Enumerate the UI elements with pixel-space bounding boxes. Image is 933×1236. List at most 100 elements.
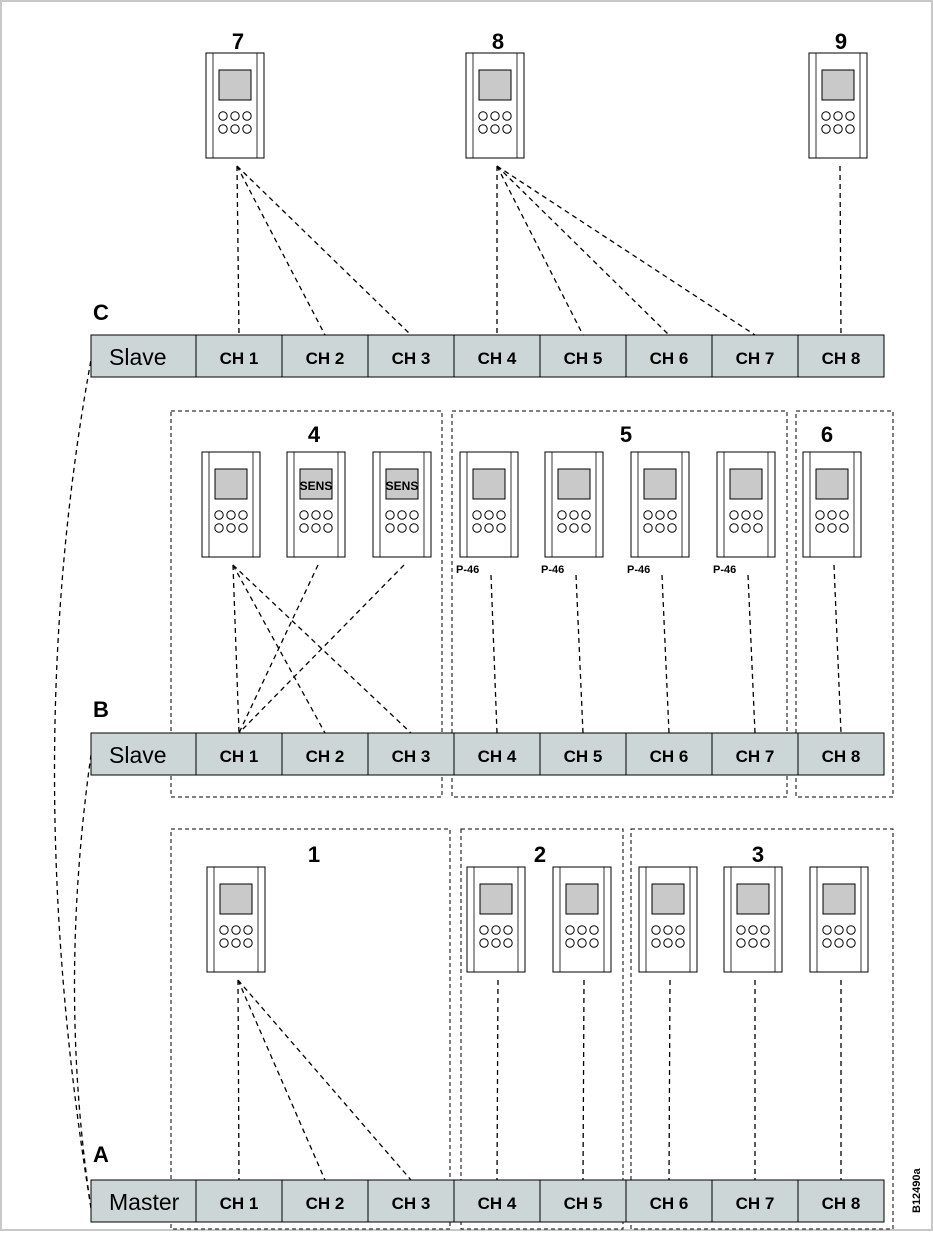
row-letter: C (93, 300, 109, 325)
device-button (741, 523, 751, 533)
device-button (589, 938, 599, 948)
device-body (205, 52, 265, 159)
device-button (667, 523, 677, 533)
device-screen (214, 468, 248, 500)
device-button (577, 925, 587, 935)
device-button (815, 523, 825, 533)
device-screen (478, 69, 512, 101)
device-button (323, 510, 333, 520)
channel-cell (625, 1179, 713, 1223)
device-button (565, 925, 575, 935)
device-screen-label: SENS (386, 479, 419, 493)
device-button (753, 523, 763, 533)
room-unit-device (808, 52, 868, 159)
channel-label: CH 2 (306, 349, 345, 368)
device-button (409, 510, 419, 520)
group-box (170, 828, 451, 1230)
device-button (846, 938, 856, 948)
device-button (589, 925, 599, 935)
device-body (630, 451, 690, 558)
device-button (748, 938, 758, 948)
group-number: 9 (835, 29, 847, 54)
device-button (491, 925, 501, 935)
channel-label: CH 4 (478, 1194, 517, 1213)
device-screen (815, 468, 849, 500)
device-button (839, 523, 849, 533)
device-button (479, 938, 489, 948)
device-body (638, 866, 698, 973)
link-line (237, 979, 326, 1181)
device-button (323, 523, 333, 533)
device-button (834, 925, 844, 935)
device-button (484, 510, 494, 520)
room-unit-device (809, 866, 869, 973)
group-box (630, 828, 894, 1230)
device-button (219, 938, 229, 948)
device-screen (299, 468, 333, 500)
device-button (311, 523, 321, 533)
device-button (299, 510, 309, 520)
device-button (502, 111, 512, 121)
unit-label: Master (109, 1189, 180, 1215)
device-button (663, 938, 673, 948)
device-button (651, 938, 661, 948)
device-button (651, 925, 661, 935)
channel-label: CH 4 (478, 747, 517, 766)
unit-label: Slave (109, 742, 167, 768)
device-button (243, 925, 253, 935)
link-line (575, 574, 584, 734)
device-button (496, 510, 506, 520)
channel-label: CH 5 (564, 1194, 603, 1213)
link-line (496, 165, 670, 336)
link-line (747, 574, 756, 734)
link-line (236, 165, 412, 336)
device-button (490, 111, 500, 121)
device-button (230, 111, 240, 121)
device-screen (822, 883, 856, 915)
device-body (286, 451, 346, 558)
device-button (557, 510, 567, 520)
device-screen (736, 883, 770, 915)
group-box (795, 410, 894, 798)
device-screen-label: SENS (300, 479, 333, 493)
device-button (760, 938, 770, 948)
link-line (490, 574, 498, 734)
group-box (451, 410, 788, 798)
channel-label: CH 6 (650, 349, 689, 368)
device-body (466, 866, 526, 973)
device-button (822, 925, 832, 935)
device-button (834, 938, 844, 948)
device-screen (472, 468, 506, 500)
device-button (577, 938, 587, 948)
channel-cell (539, 732, 627, 776)
channel-label: CH 8 (822, 349, 861, 368)
device-button (311, 510, 321, 520)
device-body (716, 451, 776, 558)
channel-links (232, 165, 842, 1181)
device-button (299, 523, 309, 533)
device-button (565, 938, 575, 948)
channel-cell (711, 1179, 799, 1223)
unit-label: Slave (109, 344, 167, 370)
device-button (663, 925, 673, 935)
unit-cell (90, 732, 197, 776)
link-line (661, 574, 670, 734)
room-unit-device (205, 52, 265, 159)
channel-label: CH 3 (392, 747, 431, 766)
channel-label: CH 5 (564, 747, 603, 766)
group-number: 1 (308, 842, 320, 867)
device-screen (729, 468, 763, 500)
device-body (544, 451, 604, 558)
channel-cell (797, 334, 885, 378)
channel-label: CH 7 (736, 349, 775, 368)
device-button (226, 523, 236, 533)
device-button (472, 510, 482, 520)
group-number: 8 (492, 29, 504, 54)
device-button (748, 925, 758, 935)
device-button (230, 124, 240, 134)
room-unit-device: SENS (286, 451, 346, 558)
